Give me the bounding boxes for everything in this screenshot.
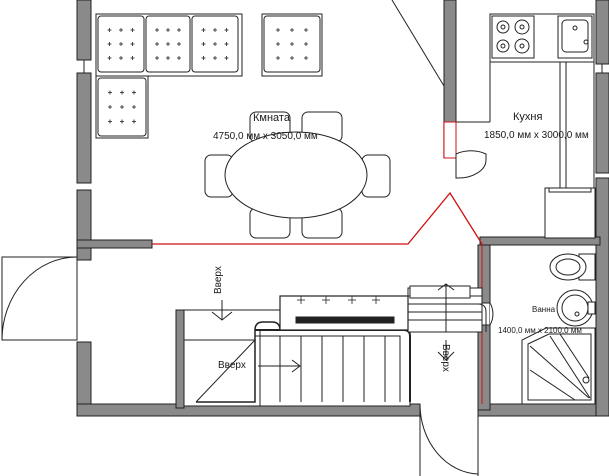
wall-stair-left bbox=[175, 309, 185, 409]
living-room-size: 4750,0 мм x 3050,0 мм bbox=[213, 131, 318, 142]
stair-up-label-horizontal: Вверх bbox=[218, 360, 246, 371]
wall-living-bottom-left bbox=[76, 239, 153, 249]
kitchen-cabinets-right bbox=[559, 61, 595, 191]
living-room-name: Кмната bbox=[253, 112, 290, 124]
corner-sofa bbox=[95, 13, 243, 139]
wall-left-top bbox=[76, 0, 92, 61]
dining-table bbox=[224, 131, 368, 219]
wall-left-lower bbox=[76, 189, 92, 261]
wall-right-bottom bbox=[595, 177, 609, 417]
stair-arrows bbox=[211, 283, 455, 373]
red-partition bbox=[152, 191, 483, 245]
stairs bbox=[183, 285, 487, 407]
tufting-marks bbox=[107, 28, 308, 124]
dining-set bbox=[204, 111, 391, 239]
entry-door-bottom bbox=[419, 403, 479, 476]
bathroom-size: 1400,0 мм x 2100,0 мм bbox=[498, 326, 582, 335]
wall-bottom-right bbox=[477, 403, 609, 417]
wall-right-mid bbox=[595, 72, 609, 174]
kitchen-fixtures bbox=[489, 13, 596, 239]
bathroom-name: Ванна bbox=[532, 305, 556, 314]
stair-up-label-vertical-left: Вверх bbox=[213, 266, 224, 294]
kitchen-size: 1850,0 мм x 3000,0 мм bbox=[484, 130, 589, 141]
bathroom-fixtures bbox=[521, 253, 596, 405]
fridge bbox=[544, 187, 596, 239]
stair-up-label-vertical-right: Вверх bbox=[440, 344, 451, 372]
entry-door-left bbox=[1, 256, 78, 341]
wall-left-mid bbox=[76, 72, 92, 184]
wall-right-top bbox=[595, 0, 609, 65]
wall-bath-left-bottom bbox=[477, 324, 491, 411]
walls bbox=[76, 0, 609, 417]
kitchen-name: Кухня bbox=[513, 111, 543, 123]
kitchen-door bbox=[443, 121, 487, 179]
wall-kitchen-left-top bbox=[443, 0, 457, 123]
